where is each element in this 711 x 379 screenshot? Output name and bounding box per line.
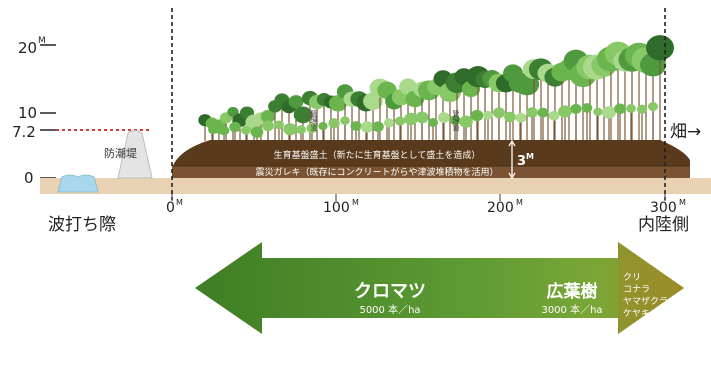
tree-crown [470,109,484,122]
tree-crown [250,126,264,138]
mound-height-arrow-down [508,172,516,180]
tree-crown [260,109,276,123]
tree-crown [492,107,506,119]
distance-unit-0: M [176,198,183,207]
tree-crown [646,35,674,61]
mound-height-arrow-up [508,139,516,147]
tree-crown [360,121,374,133]
ground-strip [40,178,711,194]
tree-crown [229,121,241,133]
tree-crown [415,111,429,124]
distance-label-300: 300 [650,200,677,216]
species-item: クリ [623,272,641,283]
tree-crown [537,107,549,118]
forest-canopy [198,35,674,141]
management-path-label-2: 管理道 [452,109,460,132]
tree-crown [274,120,284,130]
elevation-axis: 20 M 10 7.2 0 [12,36,56,187]
pine-title: クロマツ [354,281,426,302]
pine-density: 5000 本／ha [359,303,420,316]
rubble-layer [172,166,690,178]
mound-top-layer-label: 生育基盤盛土（新たに生育基盤として盛土を造成） [274,149,481,161]
tree-crown [293,106,313,124]
elevation-label-0: 0 [24,169,34,187]
tree-crown [626,104,636,113]
broadleaf-density: 3000 本／ha [541,303,602,316]
tree-crown [328,95,348,112]
tree-crown [459,115,473,128]
management-path-label-1: 管理道 [310,109,318,132]
tree-crown [340,116,350,125]
tree-crown [318,122,328,131]
distance-label-100: 100 [323,200,350,216]
distance-unit-200: M [516,198,523,207]
species-item: ヤマザクラ [623,296,668,307]
species-item: コナラ [623,284,650,295]
tree-crown [427,117,439,127]
tree-crown [328,118,340,129]
tree-crown [262,120,274,132]
elevation-unit: M [38,36,46,46]
planting-arrow [195,242,684,334]
tree-crown [438,112,450,123]
species-item: ケヤキ [623,308,650,319]
seawall [117,130,153,179]
mound-bottom-layer-label: 震災ガレキ（既存にコンクリートがらや津波堆積物を活用） [255,166,498,178]
planting-arrow-tip [618,242,684,334]
distance-unit-100: M [352,198,359,207]
tree-crown [636,104,648,114]
distance-axis: 0 M 100 M 200 M 300 M [166,194,686,216]
tree-crown [602,106,616,119]
tree-crown [593,107,603,116]
field-label: 畑→ [670,122,701,142]
tree-crown [581,103,593,113]
tree-crown [647,101,659,112]
tree-crown [306,123,318,134]
elevation-label-20: 20 [18,39,37,57]
tree-crown [515,112,527,123]
distance-unit-300: M [679,198,686,207]
tree-crown [218,125,230,136]
tree-crown [241,125,251,135]
tree-crown [283,123,297,136]
distance-label-0: 0 [166,200,175,216]
tree-crown [504,111,516,123]
tree-crown [383,118,395,128]
tree-crown [394,116,406,126]
distance-label-200: 200 [487,200,514,216]
tree-crown [570,103,582,114]
tree-crown [372,121,384,132]
tree-crown [227,106,239,118]
tree-crown [449,115,461,125]
tree-crown [350,121,362,131]
shore-label: 波打ち際 [48,215,116,235]
tree-crown [483,110,493,120]
tree-crown [614,103,626,114]
shoreline-water [57,174,99,193]
tree-crown [404,112,418,126]
tree-crown [296,125,306,135]
mound-height-unit: M [526,152,534,161]
tree-crown [399,78,417,95]
seawall-label: 防潮堤 [104,146,137,160]
tree-crown [288,95,304,109]
tree-crown [526,107,538,118]
mound-height-label: 3 [517,154,526,169]
inland-label: 内陸側 [638,215,689,235]
tree-crown [208,125,218,135]
tree-crown [548,110,560,121]
elevation-label-7-2: 7.2 [12,123,36,141]
broadleaf-title: 広葉樹 [547,281,598,302]
elevation-label-10: 10 [18,104,37,122]
tree-crown [558,105,572,118]
